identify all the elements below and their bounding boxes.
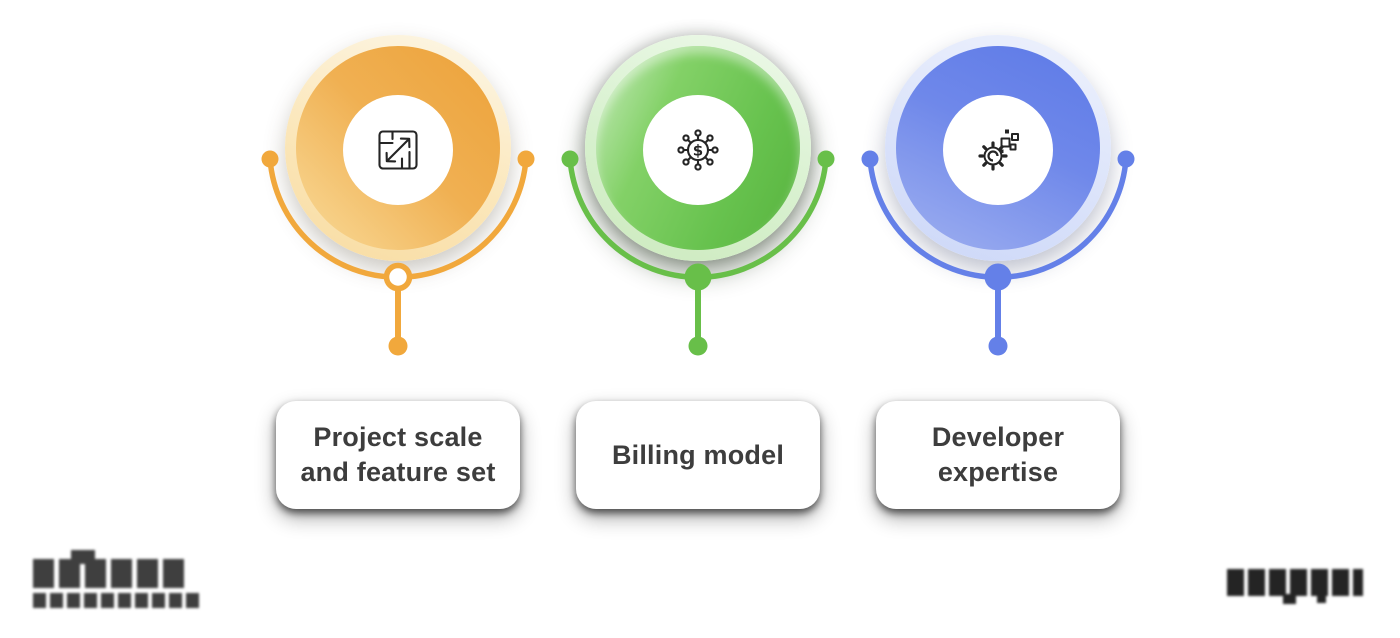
watermark-wordmark xyxy=(1227,569,1367,609)
factor-label: Developer expertise xyxy=(931,422,1065,487)
brand-logo-line2 xyxy=(33,593,201,608)
stem-end-dot xyxy=(688,336,708,356)
stem-end-dot xyxy=(388,336,408,356)
factor-label-card: Developer expertise xyxy=(876,401,1120,509)
svg-text:$: $ xyxy=(693,142,703,160)
factor-label-card: Billing model xyxy=(576,401,820,509)
icon-disc: $ xyxy=(643,95,753,205)
watermark-glyph-block xyxy=(1317,594,1326,603)
gear-pixels-icon xyxy=(978,129,1019,171)
arc-end-dot xyxy=(517,150,535,168)
watermark-line xyxy=(1227,569,1363,596)
arc-bottom-node-solid xyxy=(684,263,712,291)
connector-arc-orange xyxy=(261,150,535,356)
scale-expand-icon xyxy=(378,130,418,170)
factor-label: Billing model xyxy=(611,439,785,470)
arc-end-dot xyxy=(261,150,279,168)
arc-end-dot xyxy=(1117,150,1135,168)
icon-disc xyxy=(943,95,1053,205)
arc-end-dot xyxy=(861,150,879,168)
stem-end-dot xyxy=(988,336,1008,356)
watermark-glyph-block xyxy=(1283,594,1296,604)
spokes xyxy=(677,129,719,171)
factor-label: Project scale and feature set xyxy=(300,422,496,487)
icon-disc xyxy=(343,95,453,205)
arc-end-dot xyxy=(817,150,835,168)
connector-arc-green xyxy=(561,150,835,356)
brand-logo-line1 xyxy=(33,559,185,588)
arc-end-dot xyxy=(561,150,579,168)
connector-arc-blue xyxy=(861,150,1135,356)
arc-bottom-node-ring xyxy=(383,262,413,292)
dollar-network-icon: $ xyxy=(677,129,719,171)
arc-bottom-node-solid xyxy=(984,263,1012,291)
factor-label-card: Project scale and feature set xyxy=(276,401,520,509)
brand-logo-wordmark xyxy=(33,550,203,610)
